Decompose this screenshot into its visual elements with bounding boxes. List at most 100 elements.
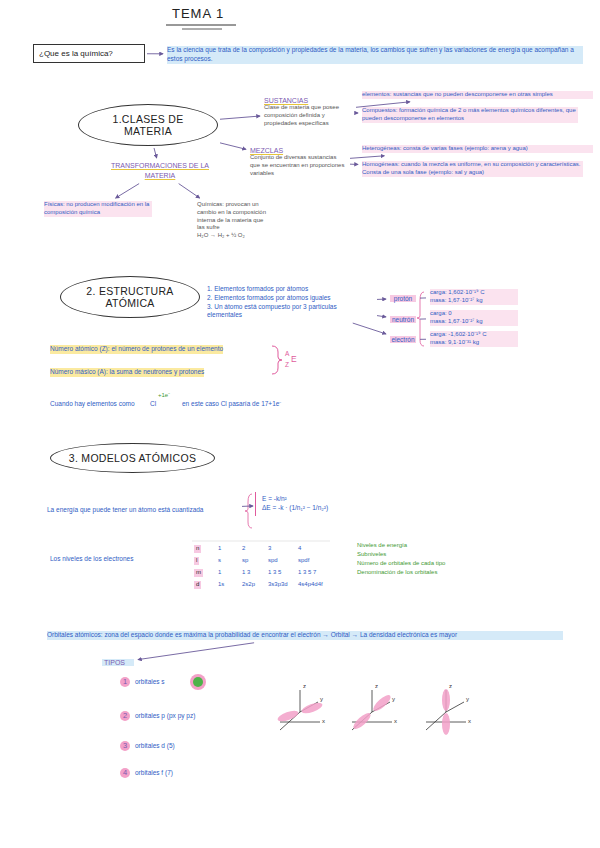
node-text: La energía que puede tener un átomo está… (47, 506, 238, 515)
title-underline (166, 25, 236, 26)
table-cell: 1 3 5 (268, 569, 281, 577)
subcategory-node: elementos: sustancias que no pueden desc… (360, 90, 595, 100)
axis-label: y (466, 696, 469, 704)
node-text: Es la ciencia que trata de la composició… (167, 46, 583, 64)
node-text: Orbitales atómicos: zona del espacio don… (47, 631, 563, 640)
table-cell: 1 3 (242, 569, 250, 577)
particle-tag: protón (388, 294, 418, 303)
property-node: carga: 0masa: 1,67·10⁻²⁷ kg (428, 309, 520, 327)
table-cell: 1 (218, 545, 221, 553)
axis-label: z (375, 683, 378, 691)
table-cell: 3 (268, 545, 271, 553)
node-text: neutrón (390, 316, 416, 323)
table-cell: sp (242, 557, 248, 565)
connector-arrow (420, 297, 426, 298)
charge-note: +1e⁻ (158, 392, 170, 400)
node-text: ¿Que es la química? (39, 49, 139, 58)
node-text: TIPOS (102, 659, 134, 666)
isotope-symbol: A (285, 350, 289, 358)
category-node: MEZCLASConjunto de diversas sustancias q… (248, 146, 348, 178)
node-text: Conjunto de diversas sustancias que se e… (250, 154, 346, 177)
title-underline (182, 29, 222, 30)
definition-text: Orbitales atómicos: zona del espacio don… (45, 630, 565, 641)
table-cell: 2s2p (242, 581, 255, 589)
node-text: masa: 9,1·10⁻³¹ kg (430, 339, 518, 347)
node-text: H₂O → H₂ + ½ O₂ (197, 232, 268, 240)
property-node: carga: 1,602·10⁻¹⁹ Cmasa: 1,67·10⁻²⁷ kg (428, 288, 520, 306)
note-text: Número atómico (Z): el número de protone… (50, 345, 223, 354)
node-text: 3. Un átomo está compuesto por 3 partícu… (207, 303, 373, 321)
connector-arrow (116, 184, 140, 198)
table-note: Subniveles (357, 551, 386, 559)
node-text: 2. ESTRUCTURA ATÓMICA (75, 285, 185, 309)
particle-tag: neutrón (388, 315, 418, 324)
axis-label: x (394, 718, 397, 726)
formula-box: E = -k/n²ΔE = -k · (1/n₁² − 1/n₂²) (255, 492, 360, 516)
axis-label: z (449, 683, 452, 691)
node-text: ΔE = -k · (1/n₁² − 1/n₂²) (262, 504, 354, 513)
axis-label: z (303, 683, 306, 691)
table-cell: 1 3 5 7 (298, 569, 316, 577)
list-node: 1. Elementos formados por átomos2. Eleme… (205, 284, 375, 321)
connector-arrow (350, 156, 384, 159)
property-node: carga: -1,602·10⁻¹⁹ Cmasa: 9,1·10⁻³¹ kg (428, 330, 520, 348)
axis-label: y (320, 696, 323, 704)
p-orbital-lobes (276, 689, 450, 735)
table-note: Número de orbitales de cada tipo (357, 560, 445, 568)
statement-node: La energía que puede tener un átomo está… (45, 505, 240, 516)
section-oval: 1.CLASES DE MATERIA (78, 104, 218, 146)
question-box: ¿Que es la química? (33, 44, 145, 63)
table-cell: 4s4p4d4f (298, 581, 323, 589)
connector-arrow (242, 505, 253, 506)
definition-text: Es la ciencia que trata de la composició… (165, 45, 585, 65)
node-text: E = -k/n² (262, 495, 354, 504)
node-text: elementos: sustancias que no pueden desc… (362, 91, 593, 99)
node-text: Compuestos: formación química de 2 o más… (362, 107, 578, 123)
table-cell: 1s (218, 581, 224, 589)
table-rule (192, 541, 330, 542)
node-text: MEZCLAS (250, 147, 346, 154)
bracket (272, 346, 282, 374)
node-text: electrón (390, 336, 416, 343)
table-cell: 2 (242, 545, 245, 553)
connector-arrow (353, 323, 386, 334)
section-oval: 2. ESTRUCTURA ATÓMICA (60, 276, 200, 318)
isotope-symbol: Z (285, 361, 289, 369)
particle-tag: electrón (388, 335, 418, 344)
orbital-type: orbitales s (135, 678, 165, 687)
node-text: SUSTANCIAS (264, 97, 352, 104)
category-node: TRANSFORMACIONES DE LA MATERIA (105, 160, 215, 182)
node-text: 2. Elementos formados por átomos iguales (207, 294, 373, 303)
s-orbital (193, 677, 203, 687)
node-text: TRANSFORMACIONES DE LA MATERIA (107, 161, 213, 181)
connector-arrow (179, 184, 200, 198)
axis-label: y (392, 696, 395, 704)
orbital-type: orbitales d (5) (135, 742, 175, 751)
orbital-type: orbitales f (7) (135, 769, 173, 778)
connector-arrow (420, 339, 426, 340)
node-text: carga: -1,602·10⁻¹⁹ C (430, 331, 518, 339)
node-text: Físicas: no producen modificación en la … (44, 201, 152, 217)
subcategory-node: Homogéneas: cuando la mezcla es uniforme… (360, 160, 585, 178)
table-cell: d (194, 581, 201, 589)
connector-arrow (220, 116, 260, 119)
connector-arrow (420, 318, 426, 319)
p-orbital-axes (280, 690, 466, 730)
note-text: Cuando hay elementos como (50, 400, 135, 409)
subcategory-node: Físicas: no producen modificación en la … (42, 200, 154, 218)
connector-arrow (350, 164, 358, 165)
node-text: masa: 1,67·10⁻²⁷ kg (430, 318, 518, 326)
subcategory-node: Compuestos: formación química de 2 o más… (360, 106, 580, 124)
node-text: 1. Elementos formados por átomos (207, 285, 373, 294)
table-cell: 4 (298, 545, 301, 553)
type-number: 2 (120, 711, 130, 721)
note-text: Los niveles de los electrones (50, 555, 133, 564)
table-note: Niveles de energía (357, 542, 407, 550)
node-text: carga: 0 (430, 310, 518, 318)
connector-arrow (147, 53, 163, 54)
table-cell: s (218, 557, 221, 565)
connector-arrow (138, 643, 254, 660)
subcategory-node: Químicas: provocan un cambio en la compo… (195, 200, 270, 241)
s-orbital (190, 674, 206, 690)
